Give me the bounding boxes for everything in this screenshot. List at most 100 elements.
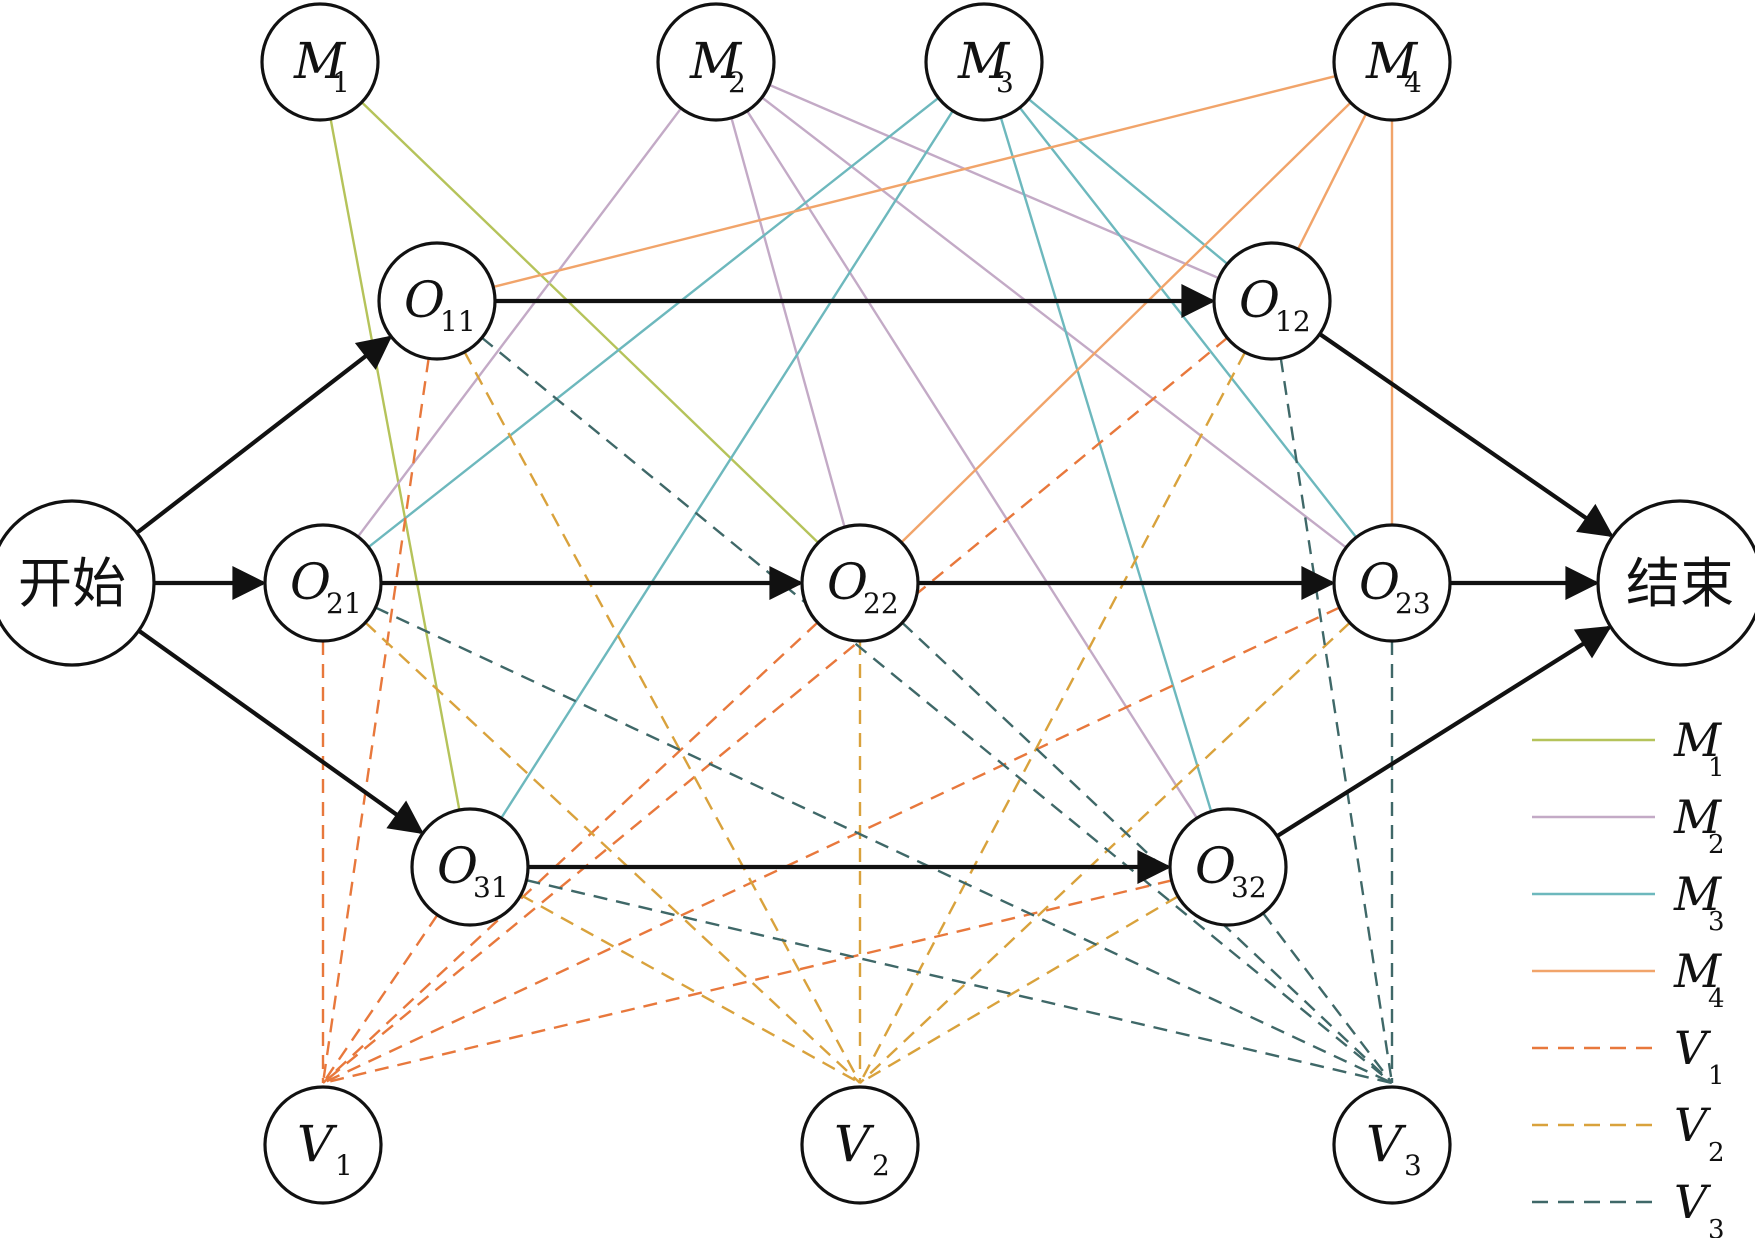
node-o21: O21 — [263, 523, 383, 643]
vehicle-edge-V2-O12 — [858, 351, 1247, 1084]
legend-item-m3: M3 — [1532, 867, 1725, 937]
flow-edges-layer — [135, 284, 1614, 884]
node-circle — [1168, 807, 1288, 927]
machine-edge-M3-O31 — [500, 110, 954, 819]
node-circle — [656, 2, 776, 122]
vehicle-edge-V3-O22 — [901, 621, 1393, 1084]
node-m4: M4 — [1332, 2, 1452, 122]
machine-edge-M4-O11 — [492, 74, 1337, 289]
node-label: 开始 — [18, 552, 126, 615]
legend-label: M — [1673, 790, 1723, 844]
node-label: 结束 — [1626, 552, 1734, 615]
node-m3: M3 — [924, 2, 1044, 122]
node-subscript: 2 — [728, 66, 746, 99]
node-circle — [1596, 499, 1755, 667]
node-o12: O12 — [1212, 241, 1332, 361]
vehicle-edge-V2-O32 — [859, 895, 1179, 1085]
vehicle-edge-V2-O21 — [364, 621, 861, 1084]
node-label: M — [1365, 32, 1419, 90]
machine-edge-M4-O22 — [900, 101, 1352, 544]
node-circle — [1212, 241, 1332, 361]
machine-edge-M1-O22 — [360, 101, 820, 544]
legend-label: V — [1674, 1175, 1712, 1229]
node-subscript: 1 — [332, 66, 350, 99]
vehicle-edges-layer — [321, 336, 1394, 1085]
node-label: O — [437, 837, 478, 895]
legend-item-m4: M4 — [1532, 944, 1725, 1014]
node-m2: M2 — [656, 2, 776, 122]
legend-subscript: 2 — [1708, 830, 1725, 860]
node-circle — [263, 523, 383, 643]
node-circle — [1332, 2, 1452, 122]
legend-label: M — [1673, 944, 1723, 998]
node-subscript: 3 — [1404, 1149, 1422, 1182]
machine-edges-layer — [329, 74, 1394, 819]
node-label: M — [957, 32, 1011, 90]
node-subscript: 32 — [1231, 871, 1267, 904]
flow-arrow-start-O11 — [135, 335, 393, 535]
vehicle-edge-V3-O32 — [1262, 912, 1393, 1084]
node-circle — [410, 807, 530, 927]
node-label: V — [834, 1115, 875, 1173]
vehicle-edge-V3-O31 — [526, 879, 1393, 1085]
legend-subscript: 4 — [1708, 984, 1725, 1014]
legend-item-v2: V2 — [1532, 1098, 1725, 1168]
machine-edge-M2-O12 — [768, 83, 1220, 280]
node-circle — [263, 1085, 383, 1205]
node-o31: O31 — [410, 807, 530, 927]
machine-edge-M2-O23 — [761, 96, 1347, 549]
node-circle — [260, 2, 380, 122]
node-subscript: 2 — [872, 1149, 890, 1182]
node-subscript: 12 — [1275, 305, 1311, 338]
machine-edge-M3-O21 — [367, 96, 940, 549]
legend-subscript: 1 — [1708, 1061, 1725, 1091]
node-label: V — [1366, 1115, 1407, 1173]
node-o22: O22 — [800, 523, 920, 643]
vehicle-edge-V2-O11 — [463, 351, 862, 1084]
vehicle-edge-V1-O31 — [322, 914, 439, 1084]
node-subscript: 3 — [996, 66, 1014, 99]
node-m1: M1 — [260, 2, 380, 122]
machine-edge-M2-O32 — [746, 110, 1198, 819]
legend-subscript: 3 — [1708, 907, 1725, 937]
vehicle-edge-V1-O12 — [322, 336, 1229, 1084]
node-o23: O23 — [1332, 523, 1452, 643]
vehicle-edge-V2-O31 — [520, 894, 861, 1085]
machine-edge-M3-O32 — [999, 117, 1213, 812]
node-circle — [1332, 1085, 1452, 1205]
flow-arrow-O12-end — [1318, 332, 1614, 538]
node-subscript: 11 — [440, 305, 476, 338]
node-label: O — [404, 271, 445, 329]
node-label: O — [1239, 271, 1280, 329]
flow-arrow-O32-end — [1275, 625, 1612, 838]
vehicle-edge-V1-O23 — [322, 606, 1340, 1085]
vehicle-edge-V3-O11 — [481, 336, 1393, 1084]
node-o32: O32 — [1168, 807, 1288, 927]
node-label: O — [290, 553, 331, 611]
machine-edge-M3-O23 — [1018, 106, 1358, 539]
legend-item-v3: V3 — [1532, 1175, 1725, 1238]
machine-edge-M2-O21 — [356, 107, 683, 538]
node-label: M — [689, 32, 743, 90]
node-circle — [0, 499, 156, 667]
node-circle — [1332, 523, 1452, 643]
node-label: V — [297, 1115, 338, 1173]
node-o11: O11 — [377, 241, 497, 361]
node-label: M — [293, 32, 347, 90]
vehicle-edge-V2-O23 — [859, 621, 1351, 1084]
node-subscript: 1 — [335, 1149, 353, 1182]
legend-label: V — [1674, 1021, 1712, 1075]
node-circle — [377, 241, 497, 361]
legend-label: V — [1674, 1098, 1712, 1152]
legend-label: M — [1673, 867, 1723, 921]
node-circle — [800, 1085, 920, 1205]
vehicle-edge-V3-O21 — [375, 606, 1393, 1085]
node-subscript: 4 — [1404, 66, 1422, 99]
node-circle — [924, 2, 1044, 122]
node-subscript: 21 — [326, 587, 362, 620]
